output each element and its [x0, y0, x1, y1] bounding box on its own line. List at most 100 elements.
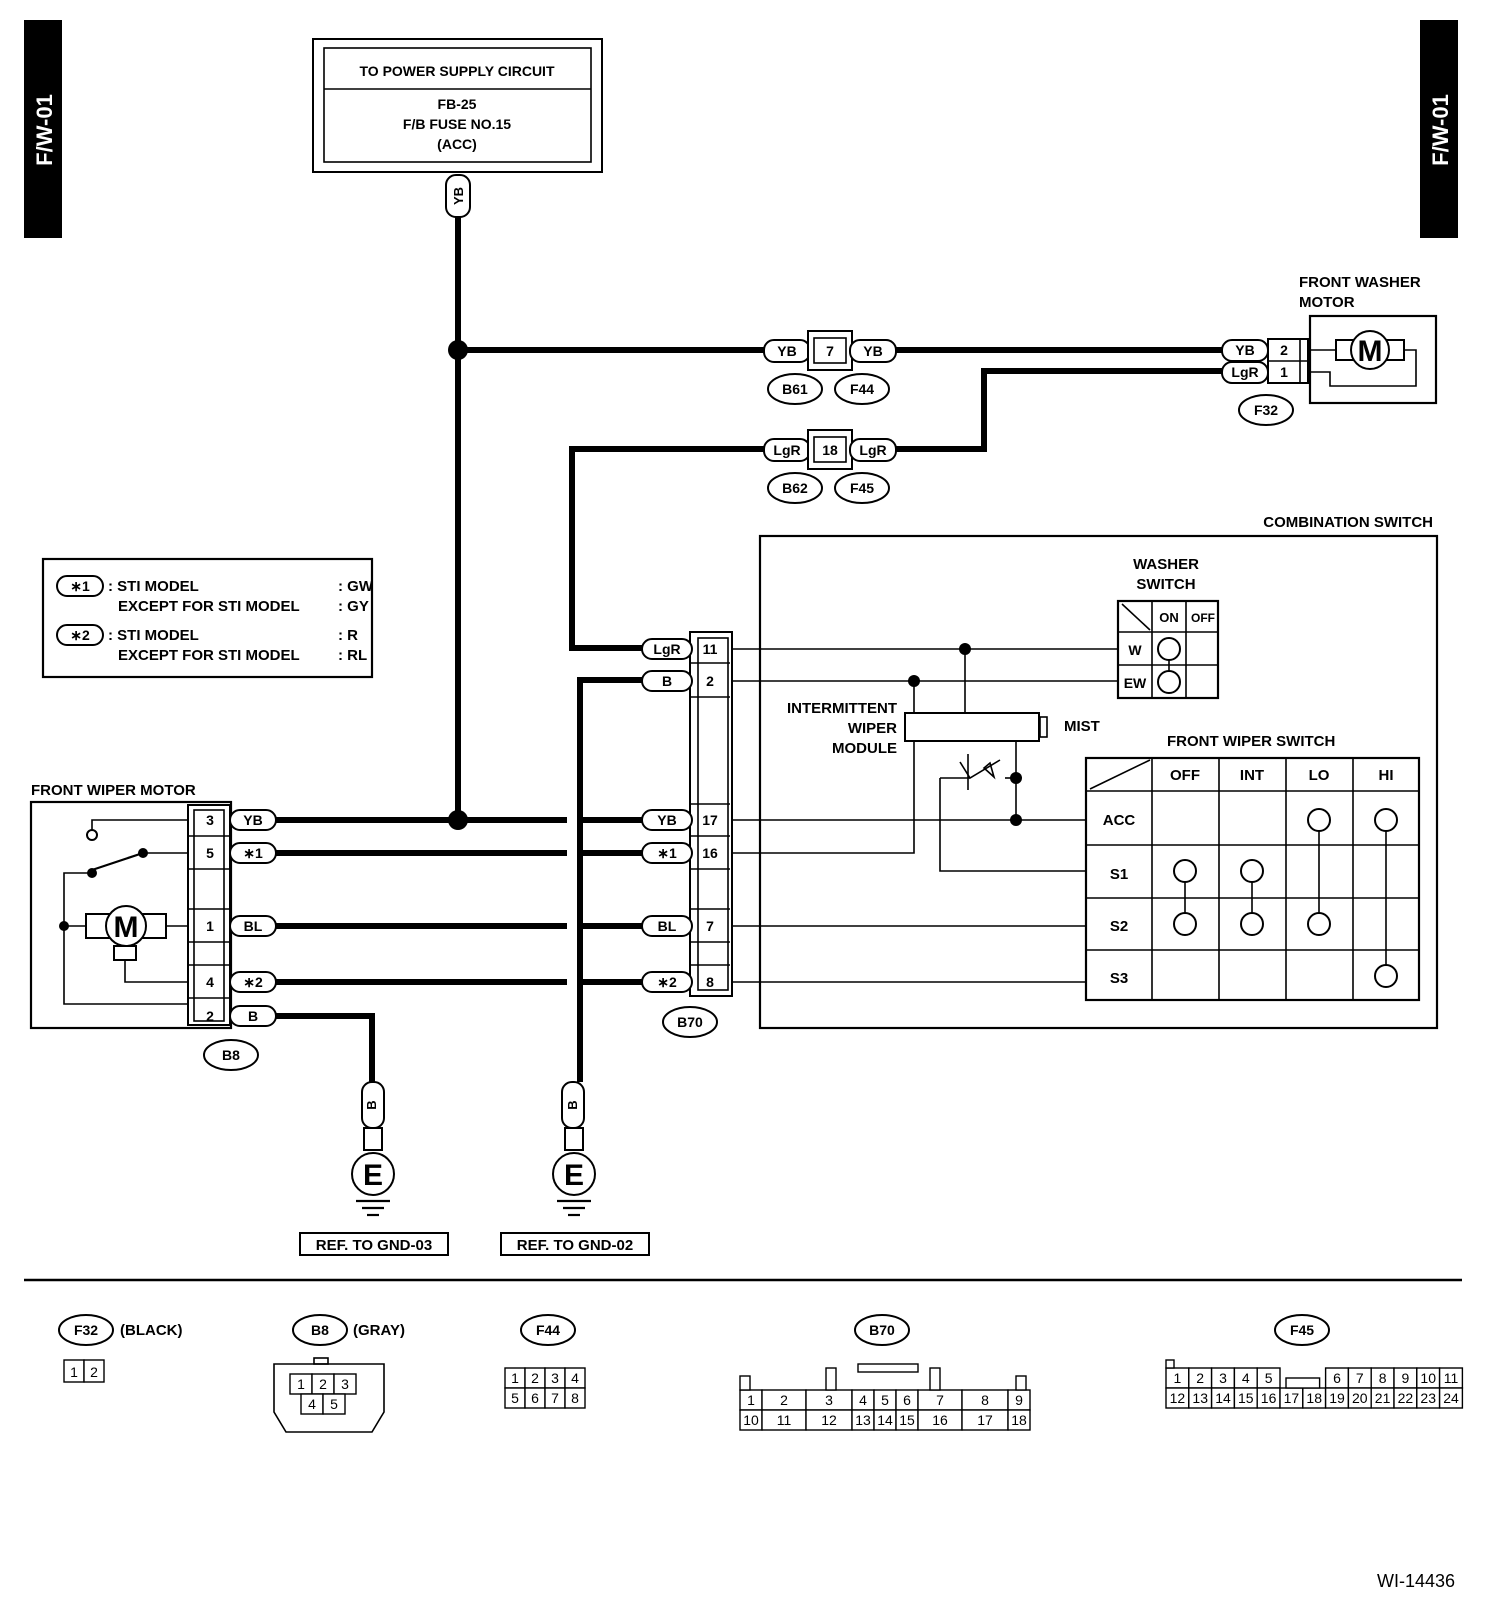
wire-label-lgr-b70: LgR [653, 641, 680, 657]
front-wiper-switch-table: FRONT WIPER SWITCH OFF INT LO HI ACC S1 … [1084, 733, 1421, 1002]
pin-b70-16: 16 [702, 845, 718, 861]
joint-connector-b61-f44: YB 7 YB [763, 330, 897, 371]
pin-b62-18: 18 [822, 442, 838, 458]
mist-label: MIST [1064, 718, 1100, 735]
wiper-switch-row-s1: S1 [1110, 866, 1128, 883]
page-tab-right-label: F/W-01 [1428, 94, 1453, 166]
footer-f45-pin-22: 22 [1398, 1390, 1414, 1406]
footer-f44-pin-6: 6 [531, 1390, 539, 1406]
washer-switch-title-2: SWITCH [1136, 576, 1195, 593]
ground-ref-gnd03: REF. TO GND-03 [316, 1237, 432, 1254]
front-washer-motor-title: FRONT WASHER [1299, 274, 1421, 291]
footer-b8-name: B8 [311, 1322, 329, 1338]
washer-switch-col-off: OFF [1191, 611, 1215, 625]
wire-label-yb-f44: YB [863, 343, 882, 359]
intermittent-wiper-module: INTERMITTENT WIPER MODULE MIST [787, 700, 1100, 757]
footer-f44-pin-4: 4 [571, 1370, 579, 1386]
front-wiper-motor: M [29, 800, 233, 1030]
footer-f32-pin-2: 2 [90, 1364, 98, 1380]
footer-f45-pin-9: 9 [1402, 1370, 1410, 1386]
wire-label-lgr-b62: LgR [773, 442, 800, 458]
power-supply-box: TO POWER SUPPLY CIRCUIT FB-25 F/B FUSE N… [312, 38, 603, 173]
ground-ref-gnd02: REF. TO GND-02 [517, 1237, 633, 1254]
thick-wires [276, 217, 1225, 1082]
footer-b70-latch [1015, 1375, 1027, 1391]
front-washer-motor-title-2: MOTOR [1299, 294, 1355, 311]
washer-switch-table: WASHER SWITCH ON OFF W EW [1116, 556, 1220, 700]
legend-2-sti: : STI MODEL [108, 627, 199, 644]
connector-tag-f45-text: F45 [850, 480, 874, 496]
power-supply-fuse: F/B FUSE NO.15 [403, 116, 511, 132]
footer-f45-pin-6: 6 [1333, 1370, 1341, 1386]
footer-b70-pin-14: 14 [877, 1412, 893, 1428]
wire-label-bl-b8: BL [244, 918, 263, 934]
footer-b70-pin-3: 3 [825, 1392, 833, 1408]
wire-label-yb-b70: YB [657, 812, 676, 828]
front-washer-motor-symbol: M [1358, 335, 1383, 368]
pin-b61-7: 7 [826, 343, 834, 359]
footer-f45-pin-10: 10 [1420, 1370, 1436, 1386]
wire-label-yb-power-text: YB [451, 187, 466, 205]
legend-marker-1: ∗1 [70, 578, 90, 594]
footer-b70-pin-2: 2 [780, 1392, 788, 1408]
legend-1-except: EXCEPT FOR STI MODEL [118, 598, 300, 615]
wire-label-yb-f32: YB [1235, 342, 1254, 358]
pin-b70-11: 11 [703, 641, 718, 657]
washer-switch-row-w: W [1128, 642, 1142, 658]
connector-tag-b70-text: B70 [677, 1014, 703, 1030]
footer-b70-pin-9: 9 [1015, 1392, 1023, 1408]
footer-b8-pin-3: 3 [341, 1376, 349, 1392]
footer-f44-pin-2: 2 [531, 1370, 539, 1386]
footer-f32-color: (BLACK) [120, 1322, 182, 1339]
legend-1-sti-value: : GW [338, 578, 374, 595]
connector-tag-b70: B70 [662, 1006, 718, 1038]
ground-symbol-gnd03: E [363, 1159, 383, 1192]
front-wiper-switch-title: FRONT WIPER SWITCH [1167, 733, 1335, 750]
footer-b8-pin-5-cell [322, 1393, 346, 1415]
wiper-switch-col-off: OFF [1170, 767, 1200, 784]
connector-tag-b61: B61 [767, 373, 823, 405]
footer-b70-pin-7: 7 [936, 1392, 944, 1408]
footer-b70-pin-8: 8 [981, 1392, 989, 1408]
footer-f45-pin-3: 3 [1219, 1370, 1227, 1386]
pin-b70-17: 17 [702, 812, 718, 828]
connector-tag-f45: F45 [834, 472, 890, 504]
washer-switch-row-ew: EW [1124, 675, 1147, 691]
footer-b70-pin-13: 13 [855, 1412, 871, 1428]
footer-f45-tab [1165, 1359, 1175, 1369]
legend-marker-2: ∗2 [70, 627, 90, 643]
intermittent-module-label-3: MODULE [832, 740, 897, 757]
footer-f45-pin-16: 16 [1261, 1390, 1277, 1406]
wire-label-yb-b61: YB [777, 343, 796, 359]
connector-tag-b62-text: B62 [782, 480, 808, 496]
wire-label-star2-b8: ∗2 [243, 974, 263, 990]
power-supply-title: TO POWER SUPPLY CIRCUIT [360, 63, 555, 79]
footer-f44-pin-5: 5 [511, 1390, 519, 1406]
footer-f45-pin-20: 20 [1352, 1390, 1368, 1406]
page-tab-right: F/W-01 [1420, 20, 1458, 238]
footer-f45-pin-18: 18 [1306, 1390, 1322, 1406]
footer-f45-pin-14: 14 [1215, 1390, 1231, 1406]
connector-tag-b62: B62 [767, 472, 823, 504]
washer-switch-title-1: WASHER [1133, 556, 1199, 573]
footer-f44-pin-8-cell [564, 1387, 586, 1409]
pin-b70-8: 8 [706, 974, 714, 990]
wire-label-star1-b8: ∗1 [243, 845, 263, 861]
footer-b70-latch [857, 1363, 919, 1373]
footer-f45-pin-13: 13 [1192, 1390, 1208, 1406]
legend-1-except-value: : GY [338, 598, 369, 615]
footer-b70-pin-5: 5 [881, 1392, 889, 1408]
wire-label-lgr-f45: LgR [859, 442, 886, 458]
pin-f32-1: 1 [1280, 364, 1288, 380]
footer-b70-pin-1: 1 [747, 1392, 755, 1408]
footer-f32-pin-2-cell [83, 1359, 105, 1383]
pin-b8-3: 3 [206, 812, 214, 828]
pin-f32-2: 2 [1280, 342, 1288, 358]
footer-f44-name: F44 [536, 1322, 560, 1338]
footer-b70-pin-18: 18 [1011, 1412, 1027, 1428]
footer-b8-pin-2: 2 [319, 1376, 327, 1392]
pin-b8-5: 5 [206, 845, 214, 861]
